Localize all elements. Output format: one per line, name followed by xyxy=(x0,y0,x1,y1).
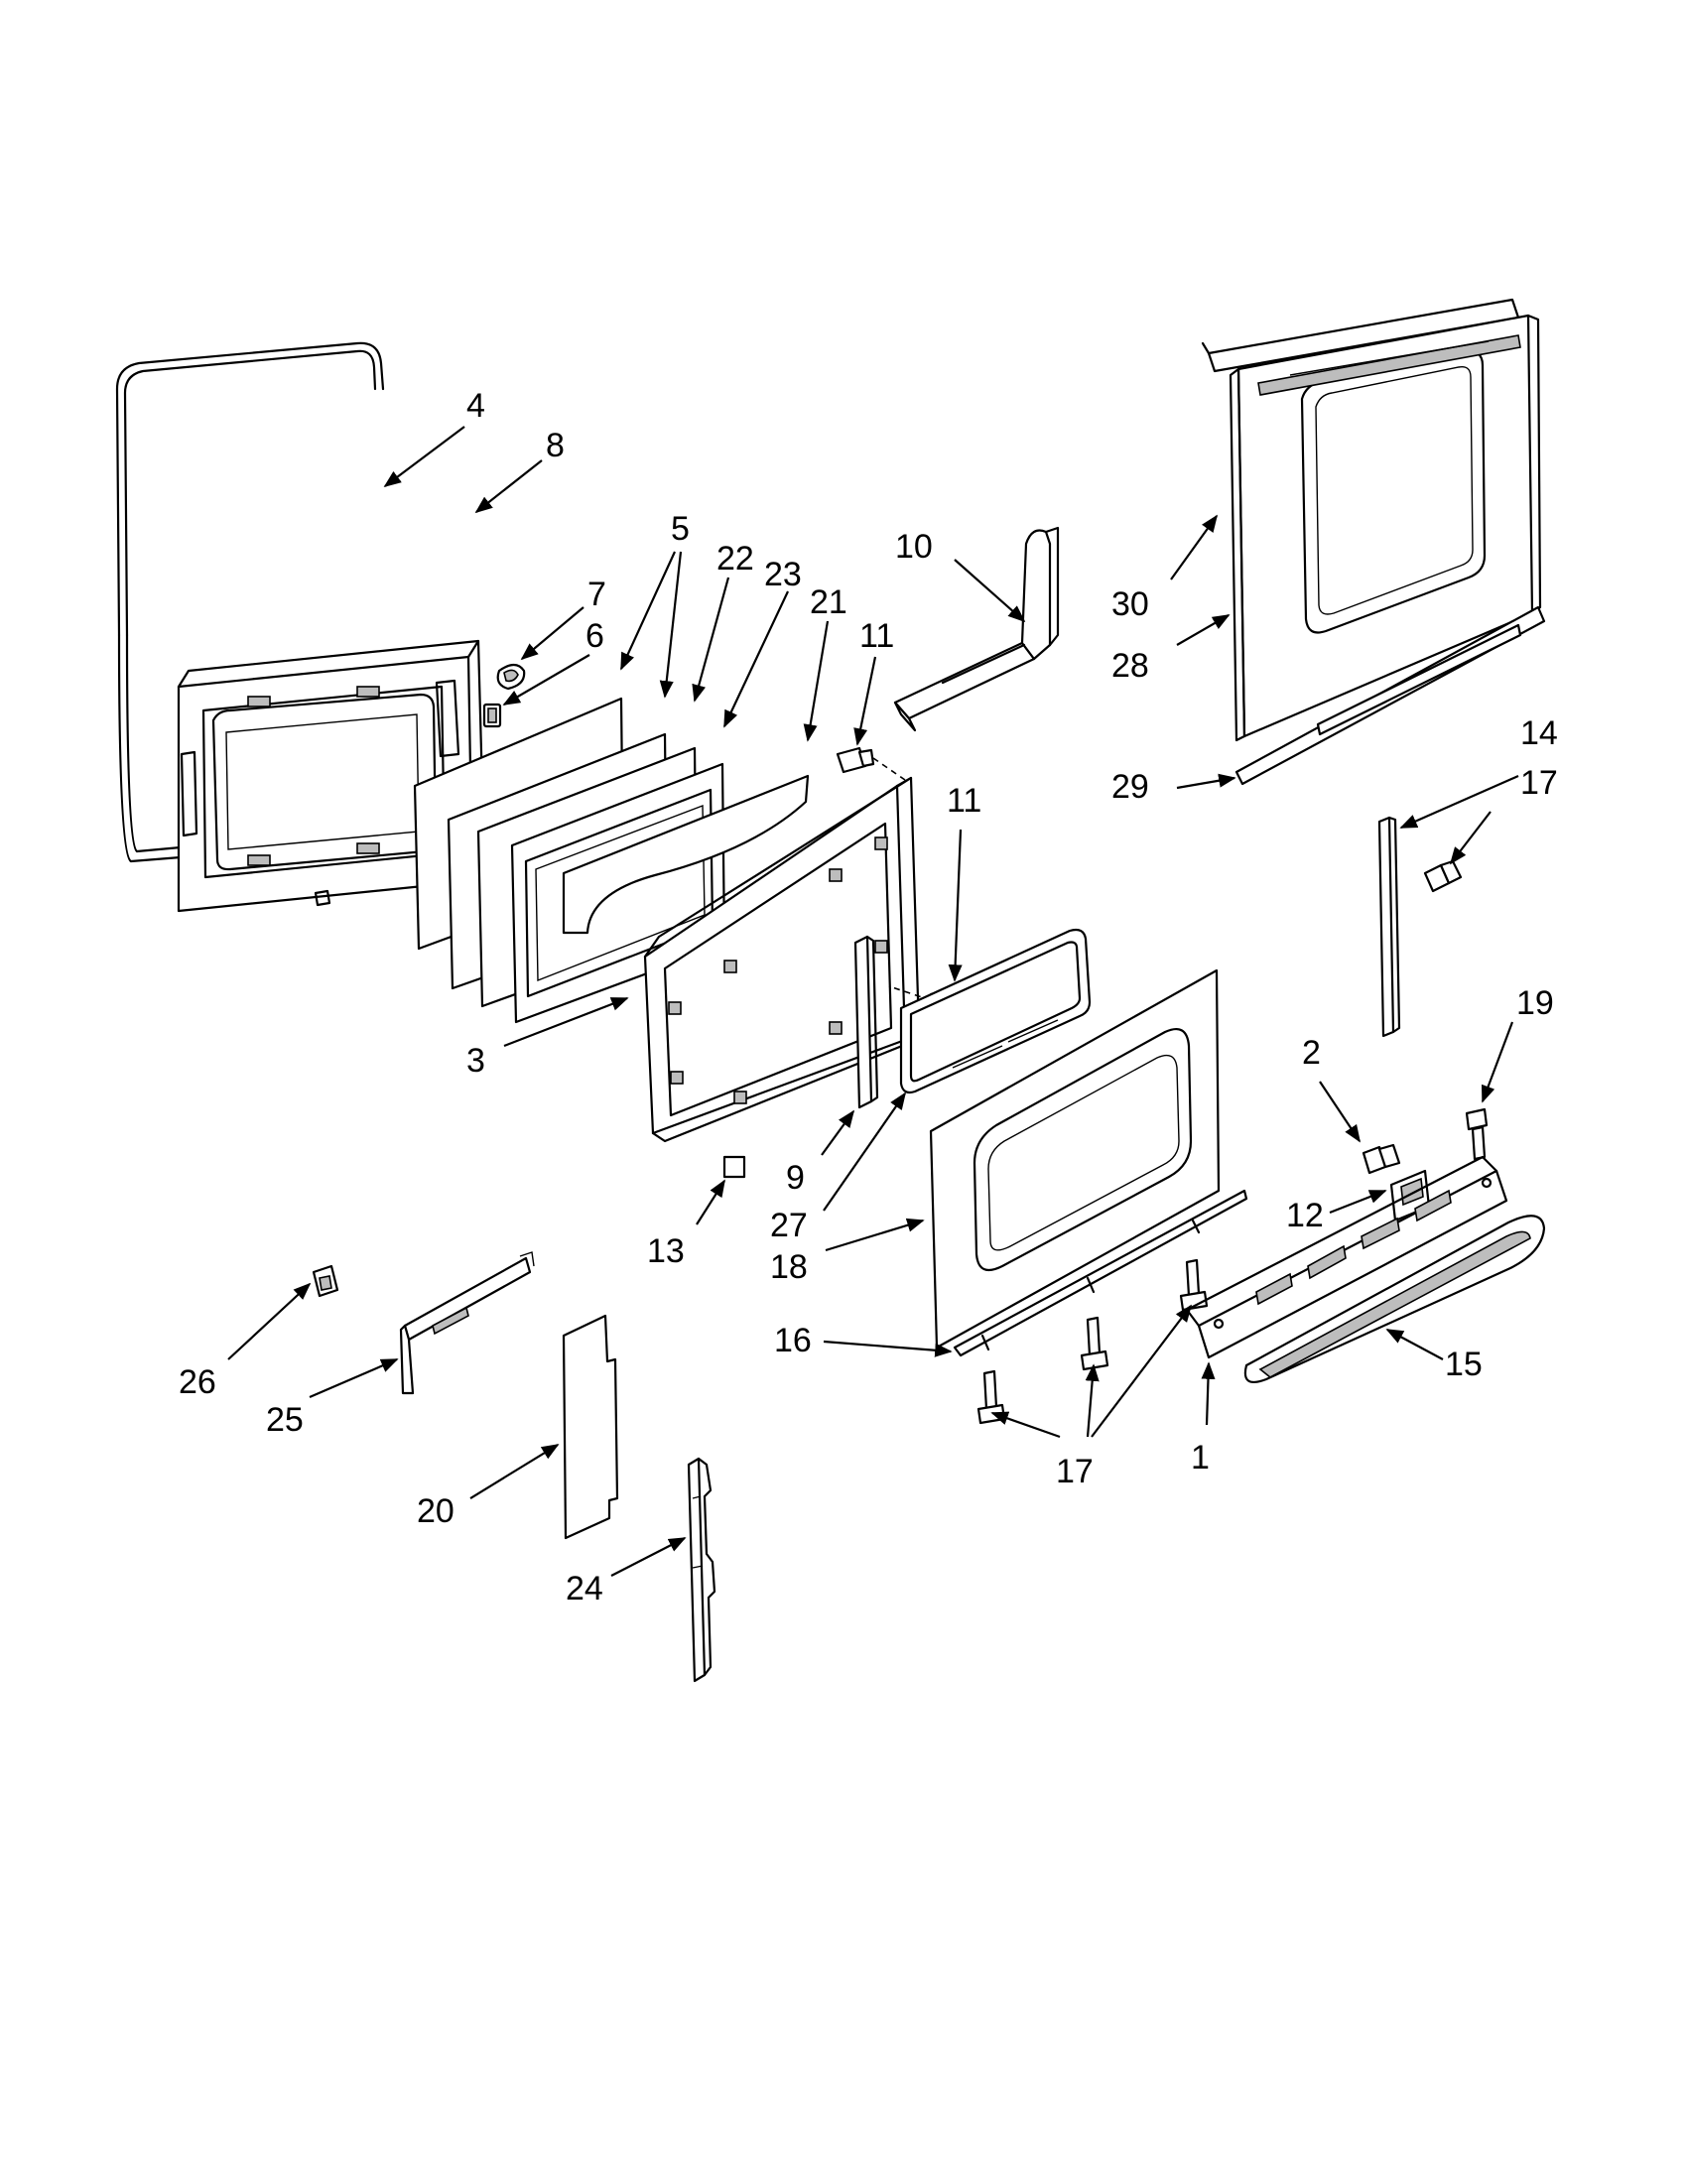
callout-24: 24 xyxy=(566,1570,603,1607)
part-29-bottom-trim xyxy=(1234,605,1546,786)
leader-1 xyxy=(1201,1361,1216,1426)
leader-2 xyxy=(1319,1081,1361,1143)
callout-22: 22 xyxy=(716,540,754,578)
part-1-handle-bracket xyxy=(1185,1155,1508,1359)
callout-19: 19 xyxy=(1516,984,1554,1022)
leader-16 xyxy=(823,1340,953,1357)
callout-4: 4 xyxy=(466,387,485,425)
leader-24 xyxy=(610,1537,687,1577)
callout-15: 15 xyxy=(1445,1346,1483,1383)
callout-13: 13 xyxy=(647,1232,685,1270)
leader-28 xyxy=(1176,614,1231,646)
part-26-clip xyxy=(312,1264,339,1298)
callout-6: 6 xyxy=(585,617,604,655)
callout-10: 10 xyxy=(895,528,933,566)
leader-17c xyxy=(1091,1304,1193,1438)
leader-6 xyxy=(502,654,590,706)
part-4-door-gasket xyxy=(115,341,385,863)
callout-8: 8 xyxy=(546,427,565,464)
part-20-insulation xyxy=(562,1314,619,1540)
leader-18 xyxy=(825,1218,925,1252)
callout-11-upper: 11 xyxy=(859,617,894,655)
leader-17d xyxy=(1449,811,1492,865)
callout-27: 27 xyxy=(770,1207,808,1244)
part-17-screw-upper-right xyxy=(1423,859,1463,893)
part-16-lower-trim xyxy=(953,1189,1248,1357)
callout-2: 2 xyxy=(1302,1034,1321,1072)
callout-17-bottom: 17 xyxy=(1056,1453,1094,1490)
leader-26 xyxy=(227,1282,312,1360)
leader-3 xyxy=(503,996,629,1048)
leader-5a xyxy=(619,551,677,671)
leader-17a xyxy=(990,1411,1061,1439)
callout-12: 12 xyxy=(1286,1197,1324,1234)
callout-20: 20 xyxy=(417,1492,454,1530)
part-18-outer-door-glass xyxy=(929,968,1221,1349)
callout-5: 5 xyxy=(671,510,690,548)
leader-29 xyxy=(1176,773,1236,790)
callout-1: 1 xyxy=(1191,1439,1210,1477)
leader-17b xyxy=(1085,1363,1100,1438)
leader-4 xyxy=(383,426,465,488)
callout-17-upper-right: 17 xyxy=(1520,764,1558,802)
part-27-window-gasket xyxy=(899,928,1092,1094)
callout-3: 3 xyxy=(466,1042,485,1080)
callout-29: 29 xyxy=(1111,768,1149,806)
leader-23 xyxy=(723,590,789,728)
leader-9 xyxy=(821,1109,855,1156)
leader-5b xyxy=(659,551,683,699)
callout-25: 25 xyxy=(266,1401,304,1439)
callout-11-lower: 11 xyxy=(947,782,981,820)
leader-20 xyxy=(469,1444,560,1499)
callout-28: 28 xyxy=(1111,647,1149,685)
part-13-pad xyxy=(722,1155,746,1179)
leader-lines xyxy=(227,426,1519,1577)
part-28-outer-door xyxy=(1229,314,1542,742)
part-14-hinge-strip xyxy=(1377,816,1401,1038)
leader-12 xyxy=(1329,1189,1387,1215)
part-25-hinge-bracket xyxy=(399,1251,535,1395)
leader-19 xyxy=(1481,1021,1514,1103)
part-9-bracket-strip xyxy=(853,935,879,1109)
leader-25 xyxy=(309,1357,399,1399)
leader-7 xyxy=(520,606,584,661)
leader-10 xyxy=(954,559,1026,623)
callout-21: 21 xyxy=(810,583,847,621)
part-3-inner-frame xyxy=(643,776,921,1143)
leader-11a xyxy=(853,656,877,746)
callout-16: 16 xyxy=(774,1322,812,1359)
part-7-bumper xyxy=(496,663,526,691)
leader-27 xyxy=(823,1092,907,1212)
part-24-hinge-channel xyxy=(687,1457,716,1683)
leader-15 xyxy=(1385,1329,1444,1360)
part-11-screw-upper xyxy=(836,746,906,781)
leader-22 xyxy=(692,577,730,703)
callout-18: 18 xyxy=(770,1248,808,1286)
part-2-screw xyxy=(1362,1143,1401,1175)
part-15-handle xyxy=(1243,1215,1546,1383)
leader-8 xyxy=(474,459,543,514)
leader-11b xyxy=(948,829,963,982)
callout-7: 7 xyxy=(587,576,606,613)
callout-labels: 4 8 5 22 23 21 11 7 6 10 30 28 29 14 17 … xyxy=(179,387,1558,1607)
callout-30: 30 xyxy=(1111,585,1149,623)
part-10-spacer xyxy=(893,526,1060,732)
callout-9: 9 xyxy=(786,1159,805,1197)
part-21-glass-shield xyxy=(562,774,810,935)
callout-26: 26 xyxy=(179,1363,216,1401)
callout-14: 14 xyxy=(1520,714,1558,752)
part-19-screw xyxy=(1465,1107,1489,1161)
leader-14 xyxy=(1399,774,1519,830)
leader-13 xyxy=(696,1179,725,1225)
leader-30 xyxy=(1170,514,1219,580)
leader-21 xyxy=(803,620,830,742)
callout-23: 23 xyxy=(764,556,802,593)
part-6-clip xyxy=(482,703,502,728)
